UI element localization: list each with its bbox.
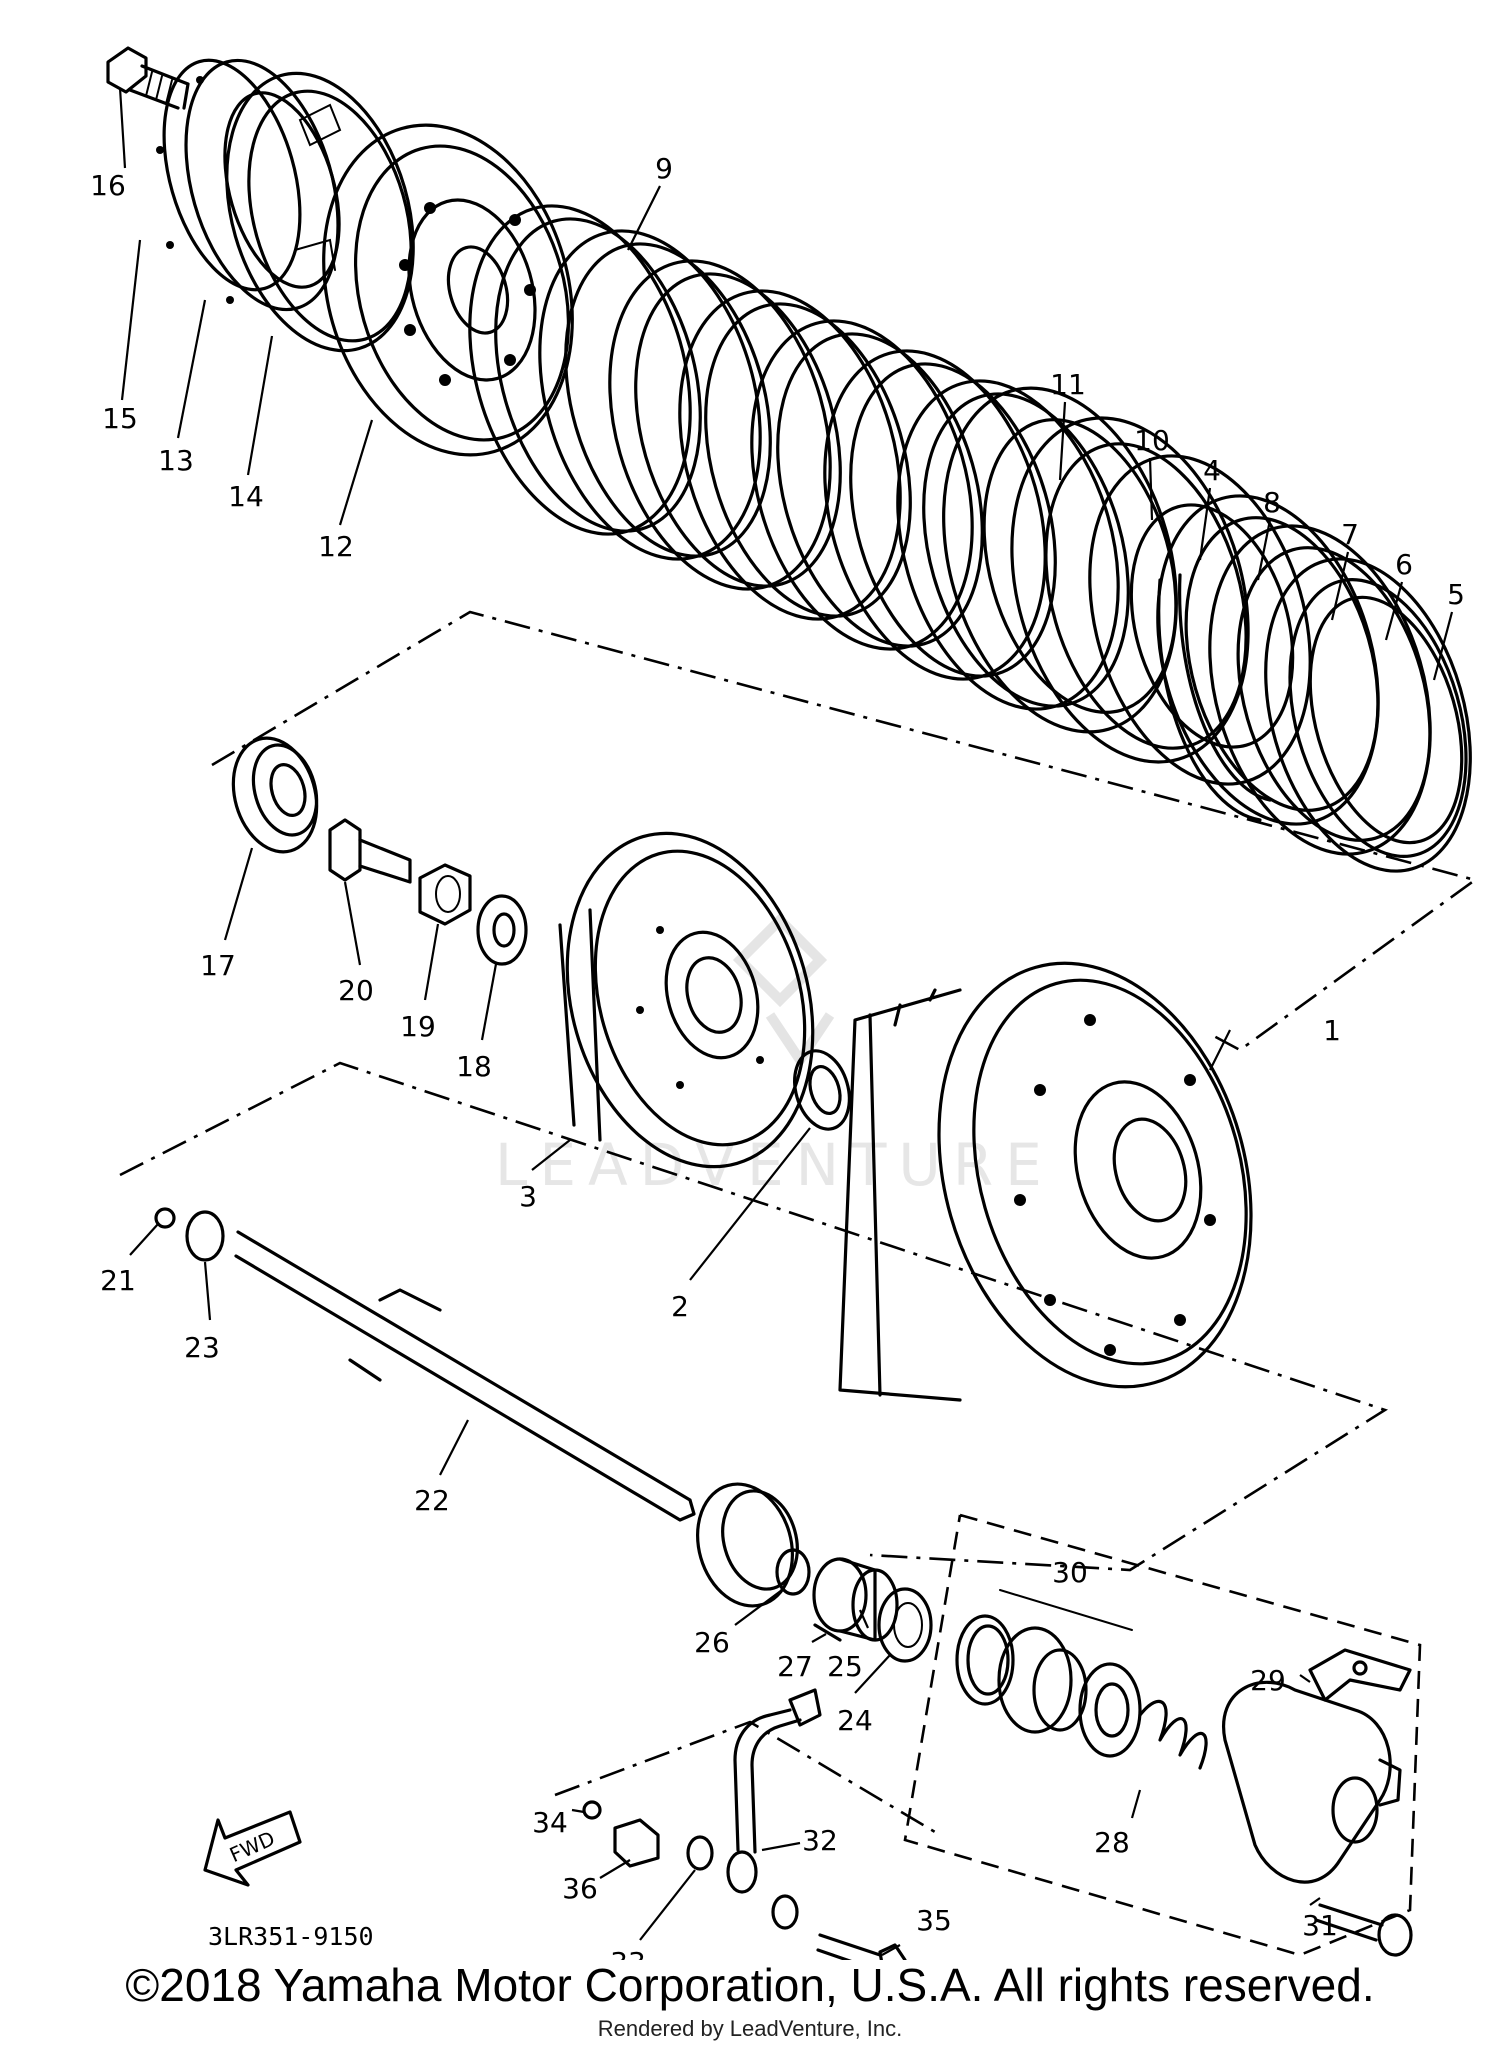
fwd-label: FWD <box>226 1826 278 1867</box>
part-30-seal-kit <box>955 1589 1142 1758</box>
part-17-bearing <box>231 736 319 854</box>
callout-31: 31 <box>1302 1909 1338 1942</box>
callout-30: 30 <box>1052 1556 1088 1589</box>
watermark-text: LEADVENTURE <box>495 1131 1054 1199</box>
callout-17: 17 <box>200 949 236 982</box>
diagram-code: 3LR351-9150 <box>208 1922 374 1951</box>
part-13-clutch-cover <box>156 58 341 312</box>
copyright-notice: ©2018 Yamaha Motor Corporation, U.S.A. A… <box>125 1959 1375 2011</box>
callout-29: 29 <box>1250 1664 1286 1697</box>
part-31-bolt <box>1314 1903 1413 1957</box>
shaft-bearing <box>695 1482 799 1608</box>
callout-numbers: 16 15 13 14 12 9 11 10 4 8 7 6 5 17 20 1… <box>90 152 1465 1960</box>
callout-12: 12 <box>318 530 354 563</box>
callout-5: 5 <box>1447 578 1465 611</box>
part-22-push-rod <box>234 1230 696 1522</box>
callout-26: 26 <box>694 1626 730 1659</box>
part-33-washers <box>686 1835 799 1930</box>
part-11-plate <box>942 386 1178 734</box>
shaft-boundary <box>119 1061 1389 1572</box>
callout-24: 24 <box>837 1704 873 1737</box>
part-27-pin <box>813 1623 842 1642</box>
watermark-logo: LEADVENTURE <box>495 912 1054 1199</box>
part-34-cap <box>582 1800 602 1820</box>
callout-1: 1 <box>1323 1014 1341 1047</box>
part-26-o-ring <box>775 1548 811 1596</box>
callout-15: 15 <box>102 402 138 435</box>
part-28-release-cylinder <box>1222 1680 1402 1884</box>
release-spring <box>1138 1699 1208 1770</box>
part-25-piston <box>812 1557 899 1642</box>
part-2-thrust-washer <box>793 1049 851 1131</box>
callout-27: 27 <box>777 1650 813 1683</box>
part-35-union-bolt <box>816 1933 907 1960</box>
part-29-bracket <box>1308 1648 1412 1702</box>
part-23-collar <box>185 1210 225 1262</box>
callout-2: 2 <box>671 1290 689 1323</box>
callout-7: 7 <box>1341 518 1359 551</box>
callout-4: 4 <box>1203 454 1221 487</box>
callout-34: 34 <box>532 1806 568 1839</box>
part-10-plate <box>1010 416 1250 764</box>
part-24-seal <box>877 1587 933 1663</box>
part-5-spring <box>1264 557 1472 873</box>
part-14-ring <box>225 71 415 353</box>
callout-25: 25 <box>827 1650 863 1683</box>
callout-3: 3 <box>519 1180 537 1213</box>
callout-22: 22 <box>414 1484 450 1517</box>
fwd-arrow-icon: FWD <box>203 1810 302 1887</box>
leader-lines <box>118 87 1454 1956</box>
callout-21: 21 <box>100 1264 136 1297</box>
callout-19: 19 <box>400 1010 436 1043</box>
callout-18: 18 <box>456 1050 492 1083</box>
hose-boundary <box>554 1720 941 1837</box>
part-20-push-rod <box>328 818 412 884</box>
callout-6: 6 <box>1395 548 1413 581</box>
callout-28: 28 <box>1094 1826 1130 1859</box>
part-21-ball <box>154 1207 176 1229</box>
callout-23: 23 <box>184 1331 220 1364</box>
callout-35: 35 <box>916 1904 952 1937</box>
callout-9: 9 <box>655 152 673 185</box>
plate-stack-boundary <box>211 610 1478 1052</box>
callout-20: 20 <box>338 974 374 1007</box>
callout-8: 8 <box>1263 486 1281 519</box>
callout-14: 14 <box>228 480 264 513</box>
part-32-hose <box>726 1688 822 1894</box>
part-12-pressure-plate <box>322 123 574 457</box>
part-18-lock-washer <box>476 894 528 966</box>
callout-32: 32 <box>802 1824 838 1857</box>
part-1-clutch-housing <box>838 961 1253 1402</box>
clutch-exploded-diagram: LEADVENTURE <box>90 46 1478 1960</box>
part-36-bleed-screw <box>613 1818 660 1868</box>
release-cylinder-boundary <box>903 1513 1422 1957</box>
part-16-bolt <box>106 46 190 110</box>
rendered-by-credit: Rendered by LeadVenture, Inc. <box>597 2016 903 2041</box>
part-19-nut <box>418 863 472 926</box>
part-6-plate <box>1208 524 1432 856</box>
callout-33: 33 <box>610 1946 646 1960</box>
callout-10: 10 <box>1134 424 1170 457</box>
part-3-clutch-boss <box>558 831 815 1169</box>
plate-stack <box>468 204 1130 711</box>
callout-13: 13 <box>158 444 194 477</box>
callout-11: 11 <box>1050 368 1086 401</box>
callout-36: 36 <box>562 1872 598 1905</box>
callout-16: 16 <box>90 169 126 202</box>
